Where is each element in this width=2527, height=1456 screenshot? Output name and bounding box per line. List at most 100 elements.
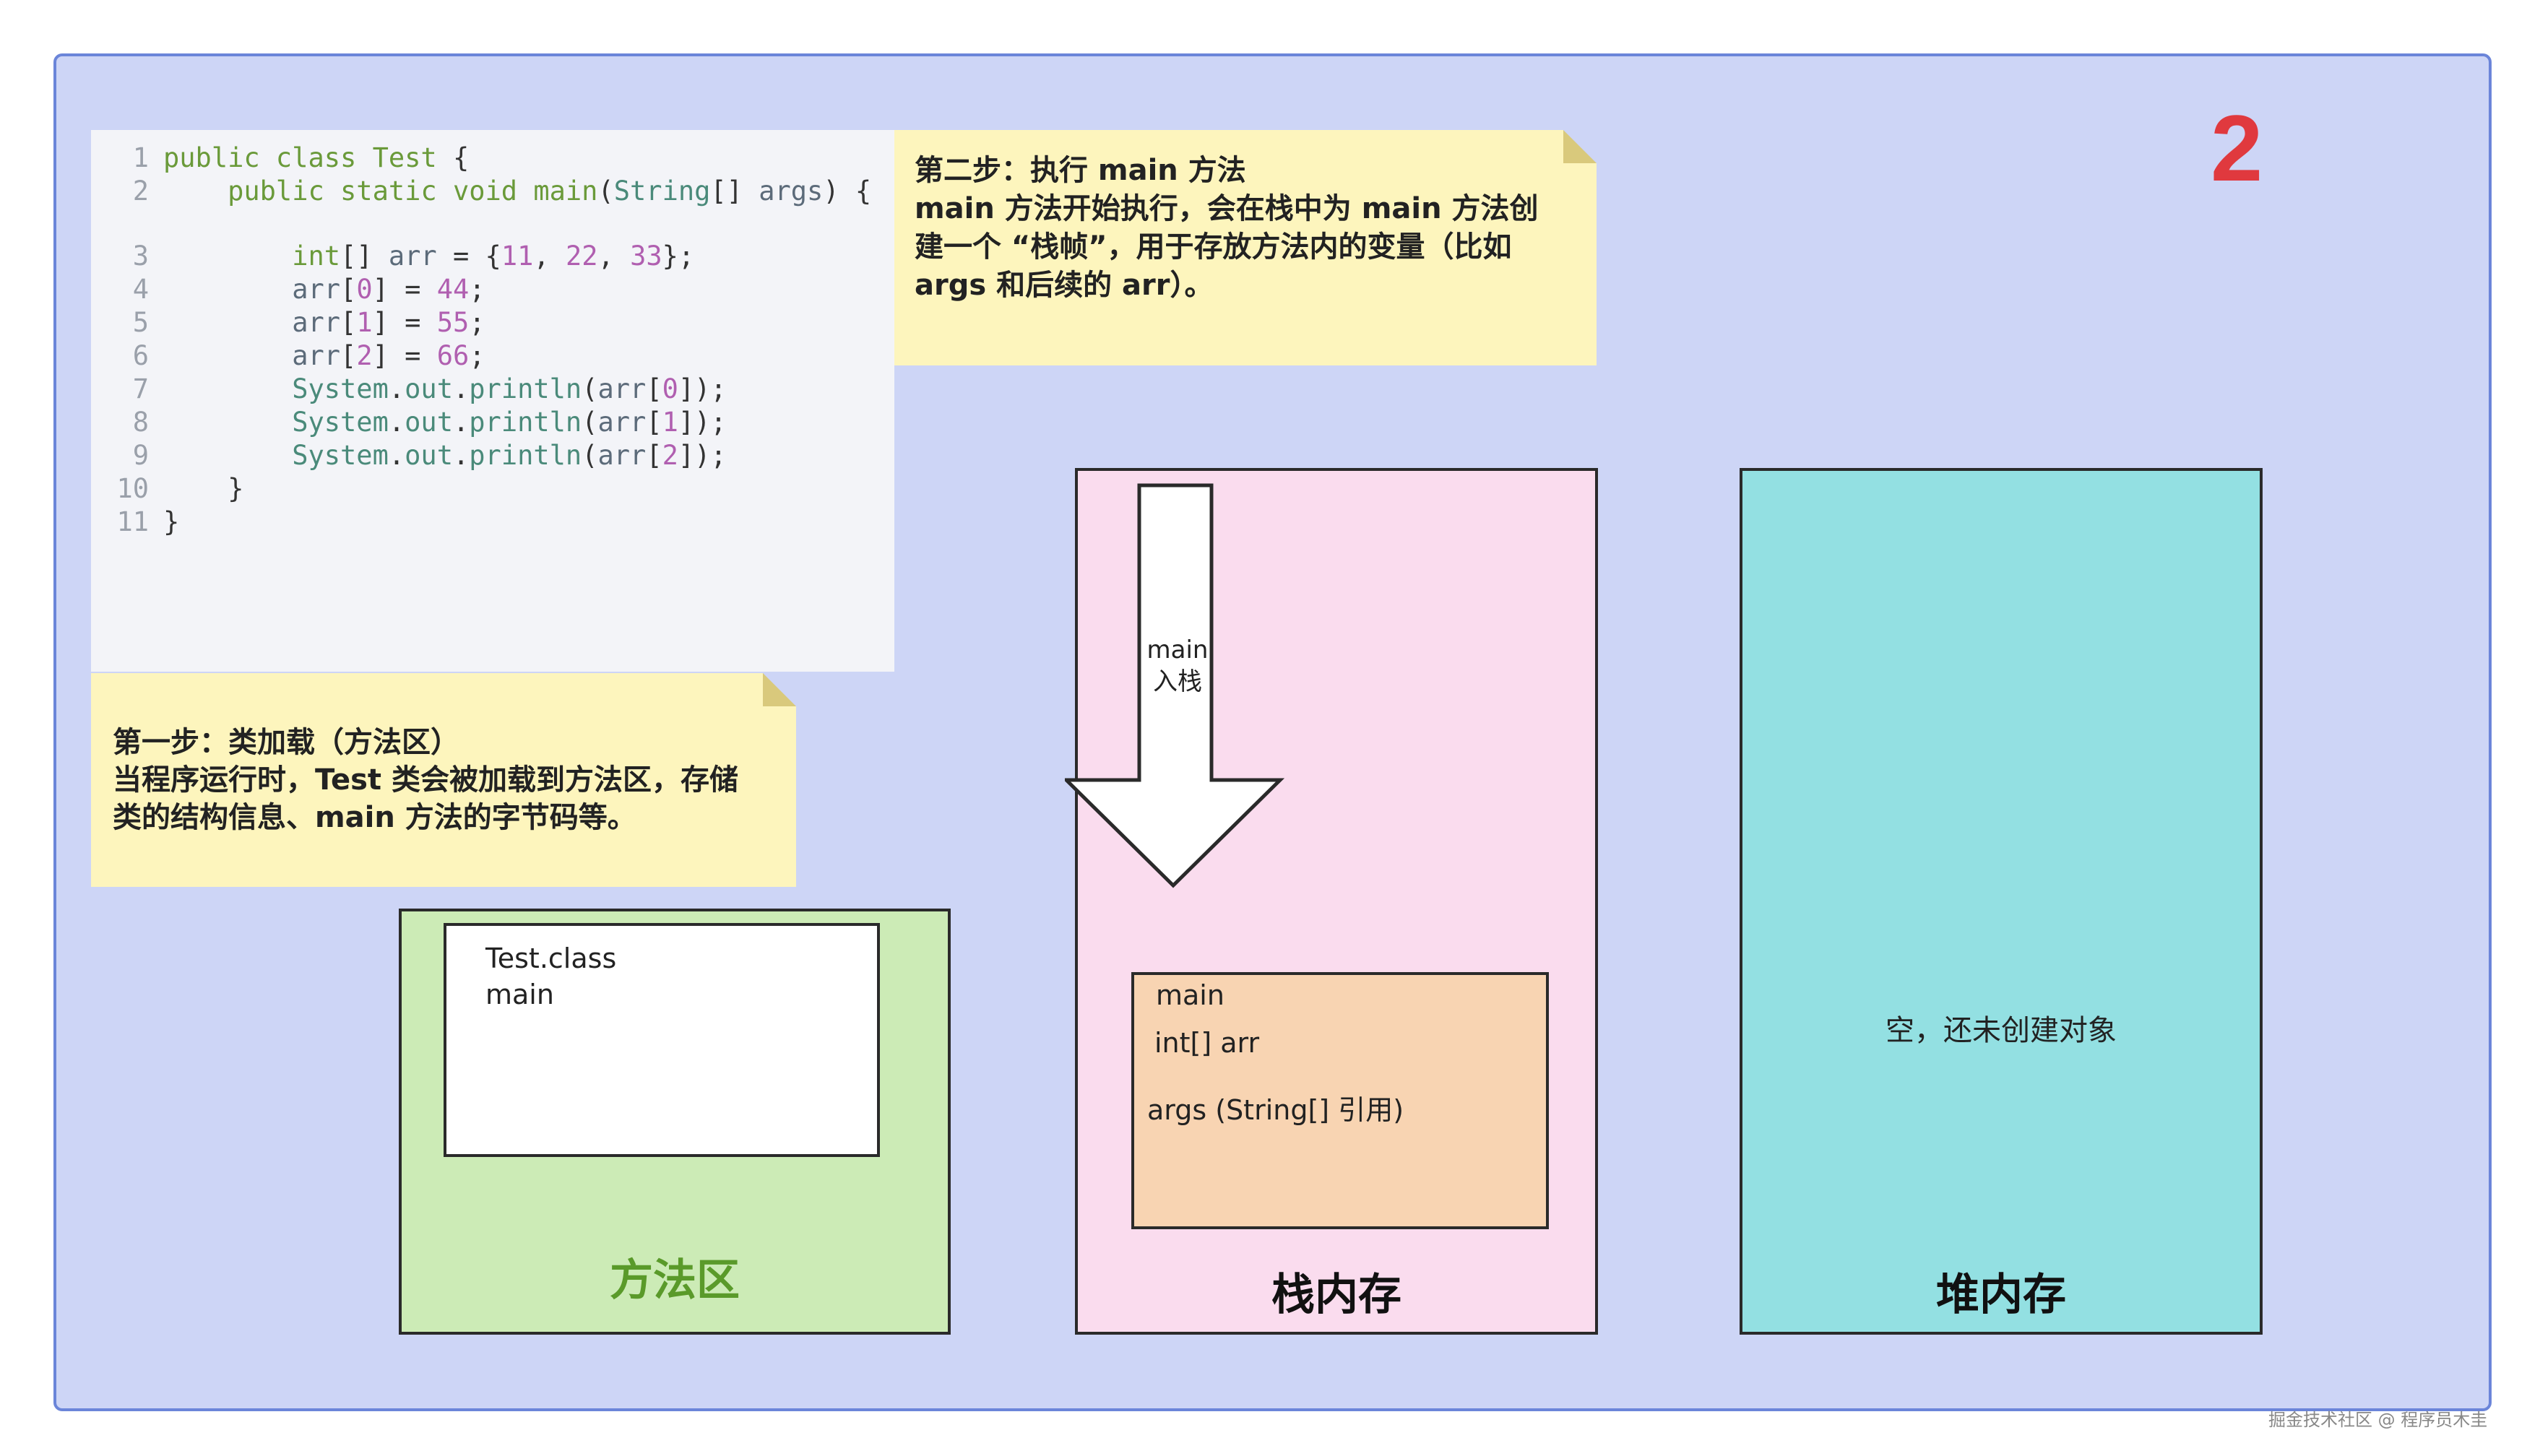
- stack-frame-title: main: [1156, 979, 1224, 1011]
- note-fold: [763, 673, 796, 706]
- line-number: 1: [132, 142, 149, 173]
- code-token: 22: [565, 240, 598, 272]
- line-number: 4: [132, 274, 149, 305]
- code-token: public static void: [163, 176, 534, 207]
- code-line: 5 arr[1] = 55;: [91, 306, 485, 339]
- code-token: .: [388, 373, 405, 404]
- note-step1-line: 当程序运行时，Test 类会被加载到方法区，存储: [113, 763, 738, 797]
- code-token: ]);: [678, 440, 727, 471]
- stack-var-args: args (String[] 引用): [1147, 1094, 1404, 1126]
- code-token: ]);: [678, 373, 727, 404]
- code-token: out: [405, 440, 453, 471]
- code-line: 10 }: [91, 472, 243, 506]
- code-line: 8 System.out.println(arr[1]);: [91, 406, 727, 439]
- push-arrow-label-line: main: [1146, 636, 1209, 664]
- method-area: Test.class main 方法区: [399, 909, 951, 1335]
- line-number: 6: [132, 340, 149, 371]
- heap-content: 空，还未创建对象: [1885, 1014, 2117, 1047]
- code-token: .: [452, 407, 470, 438]
- line-number: 2: [132, 176, 149, 207]
- note-step1-line: 类的结构信息、main 方法的字节码等。: [113, 801, 636, 834]
- code-token: [: [646, 373, 662, 404]
- code-token: Test: [372, 142, 437, 173]
- code-token: println: [469, 440, 582, 471]
- code-token: System: [163, 407, 389, 438]
- stack-area-label: 栈内存: [1271, 1270, 1401, 1320]
- line-number: 8: [132, 407, 149, 438]
- code-token: ;: [469, 340, 485, 371]
- line-number: 5: [132, 307, 149, 338]
- code-token: ;: [469, 274, 485, 305]
- code-token: ] =: [372, 307, 437, 338]
- method-area-label: 方法区: [610, 1255, 740, 1306]
- code-token: arr: [597, 373, 647, 404]
- code-token: (: [597, 176, 614, 207]
- code-token: .: [388, 440, 405, 471]
- code-token: System: [163, 440, 389, 471]
- code-token: ,: [597, 240, 631, 272]
- note-step2-title: 第二步：执行 main 方法: [915, 154, 1246, 187]
- code-token: []: [340, 240, 389, 272]
- code-token: (: [582, 440, 598, 471]
- stack-var-arr: int[] arr: [1154, 1027, 1260, 1059]
- line-number: 7: [132, 373, 149, 404]
- code-token: out: [405, 373, 453, 404]
- code-token: .: [388, 407, 405, 438]
- code-token: println: [469, 407, 582, 438]
- code-token: 55: [436, 307, 470, 338]
- note-fold: [1563, 130, 1597, 163]
- code-token: = {: [436, 240, 501, 272]
- code-token: (: [582, 407, 598, 438]
- line-number: 3: [132, 240, 149, 272]
- code-token: System: [163, 373, 389, 404]
- code-token: arr: [597, 407, 647, 438]
- code-token: (: [582, 373, 598, 404]
- code-token: main: [533, 176, 598, 207]
- code-token: [: [340, 340, 357, 371]
- stack-frame-main: main int[] arr args (String[] 引用): [1131, 972, 1549, 1229]
- code-token: arr: [163, 340, 341, 371]
- line-number: 10: [116, 473, 149, 504]
- code-token: 66: [436, 340, 470, 371]
- code-token: 1: [356, 307, 373, 338]
- code-token: 0: [356, 274, 373, 305]
- code-token: .: [452, 373, 470, 404]
- code-line: 6 arr[2] = 66;: [91, 339, 485, 373]
- code-token: ;: [469, 307, 485, 338]
- code-token: ,: [533, 240, 566, 272]
- code-token: arr: [388, 240, 437, 272]
- code-token: 0: [662, 373, 678, 404]
- code-token: []: [710, 176, 759, 207]
- code-token: 44: [436, 274, 470, 305]
- code-line: 3 int[] arr = {11, 22, 33};: [91, 240, 694, 273]
- line-number: 9: [132, 440, 149, 471]
- note-step2-line: args 和后续的 arr）。: [915, 269, 1214, 302]
- code-token: .: [452, 440, 470, 471]
- code-token: 2: [662, 440, 678, 471]
- code-token: arr: [597, 440, 647, 471]
- code-token: [: [340, 274, 357, 305]
- code-token: 2: [356, 340, 373, 371]
- push-arrow-icon: [1065, 483, 1285, 888]
- method-name: main: [485, 979, 554, 1010]
- note-step2-line: 建一个 “栈帧”，用于存放方法内的变量（比如: [915, 230, 1512, 264]
- class-box: Test.class main: [444, 923, 880, 1157]
- code-token: }: [163, 506, 180, 537]
- code-token: }: [163, 473, 244, 504]
- code-line: 11}: [91, 506, 179, 539]
- code-token: String: [613, 176, 711, 207]
- code-token: ) {: [823, 176, 872, 207]
- code-token: int: [163, 240, 341, 272]
- code-token: public class: [163, 142, 373, 173]
- push-arrow-label: main 入栈: [1141, 634, 1214, 698]
- code-token: arr: [163, 307, 341, 338]
- step-number: 2: [2211, 95, 2263, 201]
- code-line: 2 public static void main(String[] args)…: [91, 175, 871, 208]
- class-name: Test.class: [485, 942, 617, 974]
- code-line: 9 System.out.println(arr[2]);: [91, 439, 727, 472]
- line-number: 11: [116, 506, 149, 537]
- code-token: 1: [662, 407, 678, 438]
- code-line: 7 System.out.println(arr[0]);: [91, 373, 727, 406]
